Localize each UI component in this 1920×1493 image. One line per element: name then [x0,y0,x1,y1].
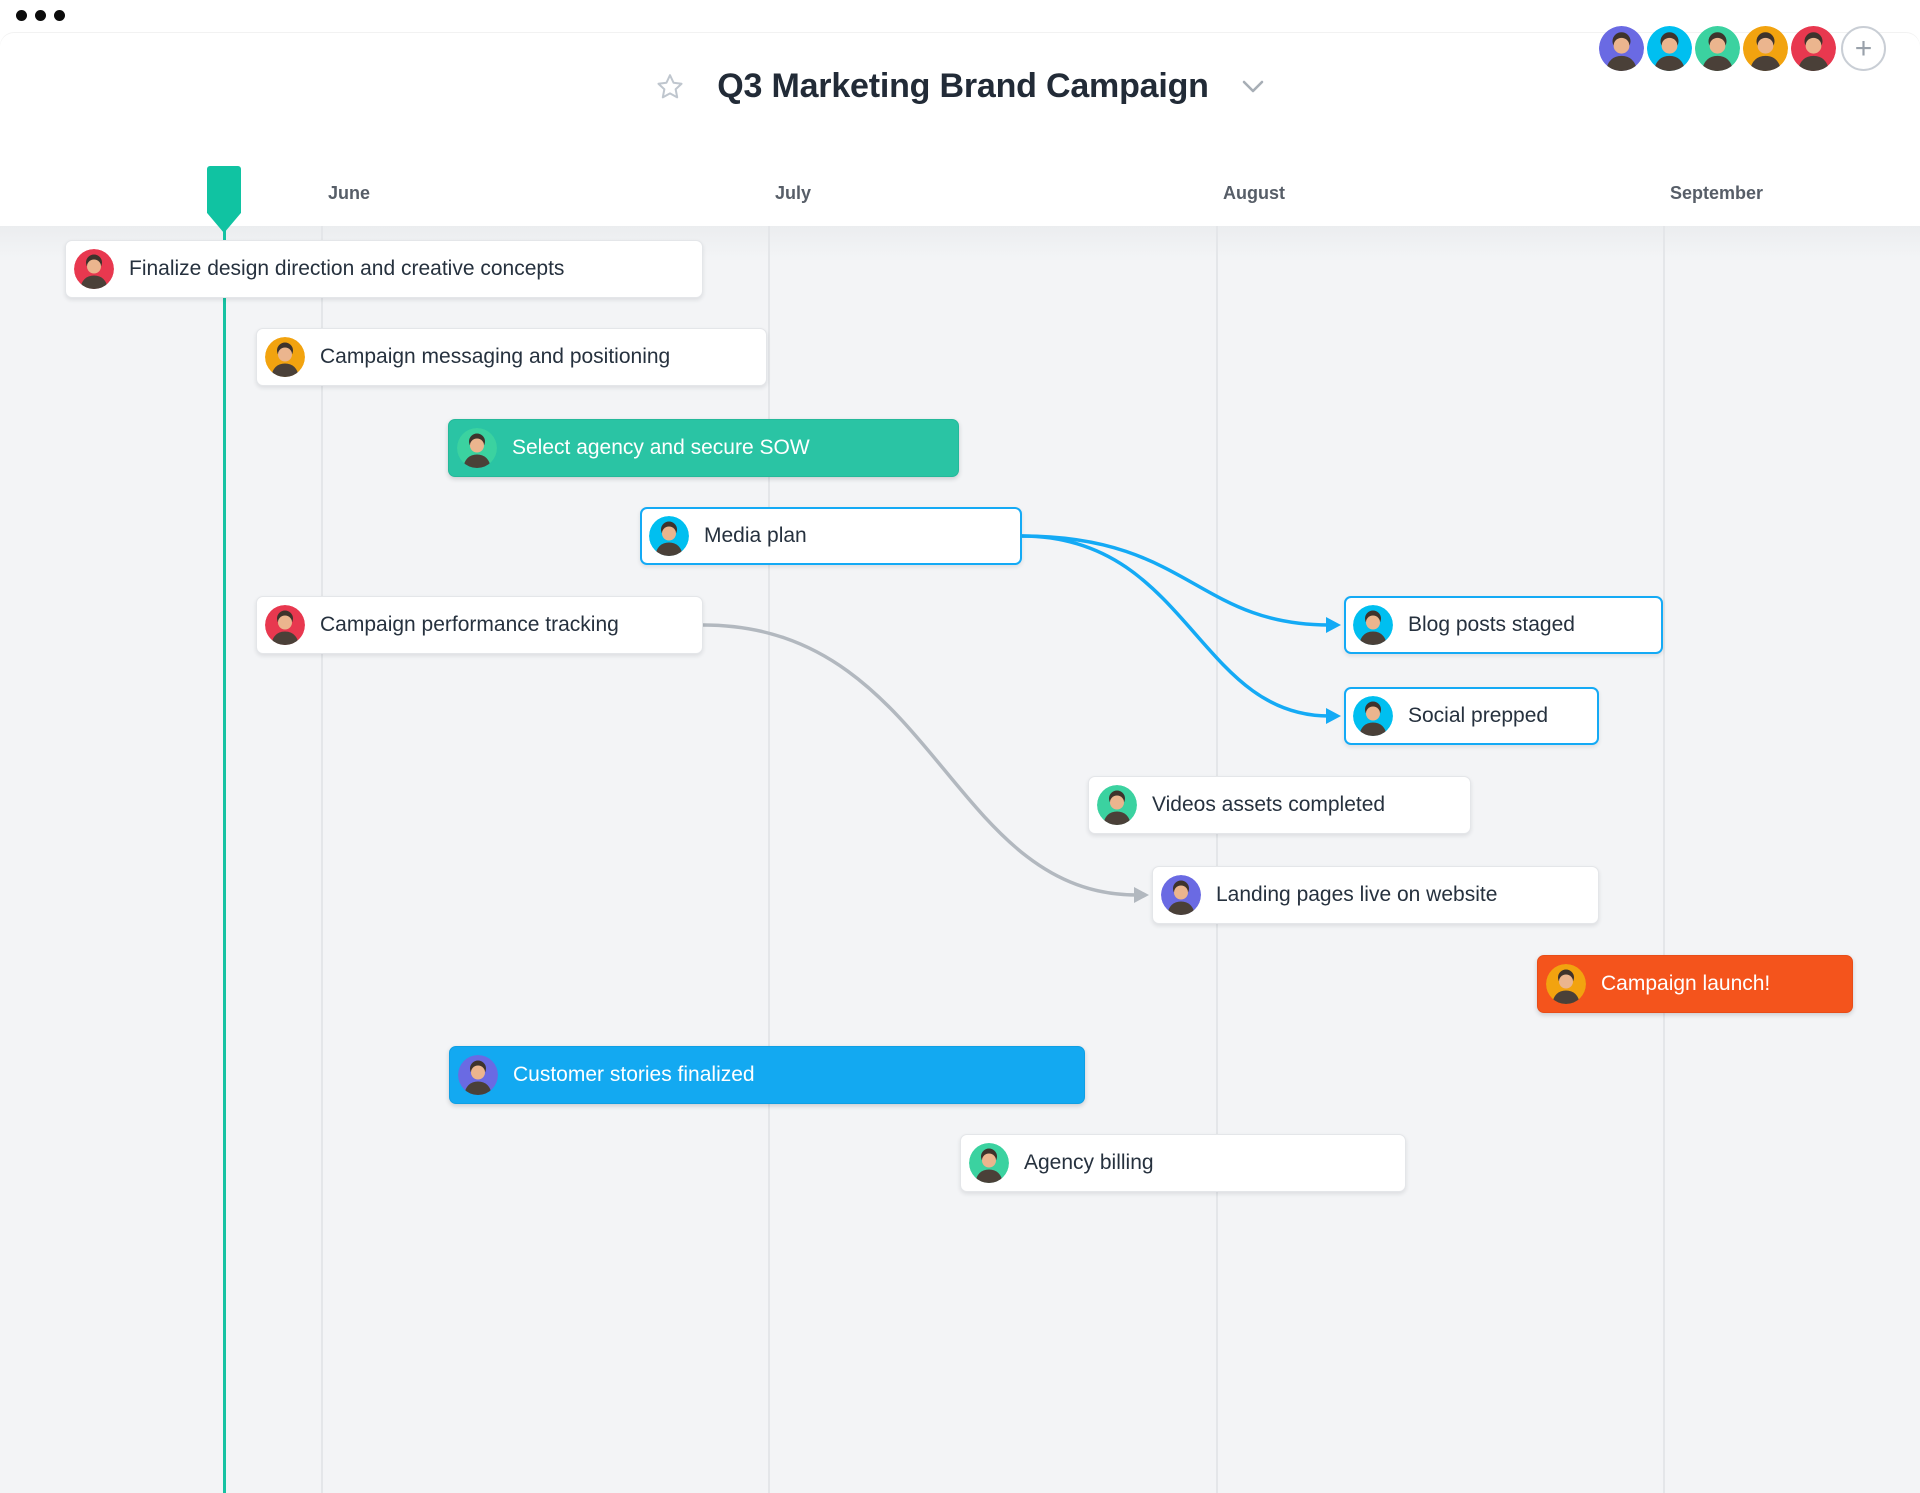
task-assignee-avatar [1097,785,1137,825]
task-campaign-performance-tracking[interactable]: Campaign performance tracking [256,596,703,654]
window-maximize-dot[interactable] [54,10,65,21]
task-label: Campaign messaging and positioning [320,345,671,368]
add-member-button[interactable]: + [1841,26,1886,71]
month-label-august: August [1223,183,1285,203]
task-landing-pages-live[interactable]: Landing pages live on website [1152,866,1599,924]
chevron-down-icon[interactable] [1241,79,1265,95]
task-assignee-avatar [1161,875,1201,915]
task-label: Select agency and secure SOW [512,436,810,459]
task-campaign-launch[interactable]: Campaign launch! [1537,955,1853,1013]
task-label: Customer stories finalized [513,1063,755,1086]
favorite-star-icon[interactable] [655,72,685,102]
window-controls[interactable] [16,10,65,21]
task-blog-posts-staged[interactable]: Blog posts staged [1344,596,1663,654]
task-select-agency[interactable]: Select agency and secure SOW [448,419,959,477]
window-close-dot[interactable] [16,10,27,21]
avatar-member-1[interactable] [1599,26,1644,71]
today-line [222,210,226,1493]
window-minimize-dot[interactable] [35,10,46,21]
gridline-july [768,226,770,1493]
task-assignee-avatar [265,337,305,377]
member-avatar-row: + [1599,26,1886,71]
month-label-july: July [775,183,812,203]
task-media-plan[interactable]: Media plan [640,507,1022,565]
task-label: Campaign performance tracking [320,613,619,636]
task-assignee-avatar [458,1055,498,1095]
avatar-member-2[interactable] [1647,26,1692,71]
task-assignee-avatar [74,249,114,289]
task-assignee-avatar [1546,964,1586,1004]
gridline-june [321,226,323,1493]
task-label: Finalize design direction and creative c… [129,257,565,280]
task-videos-assets-completed[interactable]: Videos assets completed [1088,776,1471,834]
project-header: Q3 Marketing Brand Campaign [0,33,1920,140]
task-assignee-avatar [969,1143,1009,1183]
task-label: Blog posts staged [1408,613,1575,636]
page-title: Q3 Marketing Brand Campaign [717,67,1209,105]
task-social-prepped[interactable]: Social prepped [1344,687,1599,745]
task-label: Social prepped [1408,704,1549,727]
task-agency-billing[interactable]: Agency billing [960,1134,1406,1192]
task-campaign-messaging[interactable]: Campaign messaging and positioning [256,328,767,386]
task-assignee-avatar [457,428,497,468]
avatar-member-3[interactable] [1695,26,1740,71]
timeline-area [0,226,1920,1493]
task-assignee-avatar [649,516,689,556]
task-label: Landing pages live on website [1216,883,1498,906]
task-assignee-avatar [1353,605,1393,645]
month-label-june: June [328,183,371,203]
task-finalize-design[interactable]: Finalize design direction and creative c… [65,240,703,298]
avatar-member-4[interactable] [1743,26,1788,71]
task-label: Videos assets completed [1152,793,1386,816]
task-label: Campaign launch! [1601,972,1771,995]
avatar-member-5[interactable] [1791,26,1836,71]
task-assignee-avatar [1353,696,1393,736]
task-label: Media plan [704,524,807,547]
task-assignee-avatar [265,605,305,645]
month-label-september: September [1670,183,1764,203]
task-customer-stories-finalized[interactable]: Customer stories finalized [449,1046,1085,1104]
task-label: Agency billing [1024,1151,1154,1174]
gridline-september [1663,226,1665,1493]
gridline-august [1216,226,1218,1493]
